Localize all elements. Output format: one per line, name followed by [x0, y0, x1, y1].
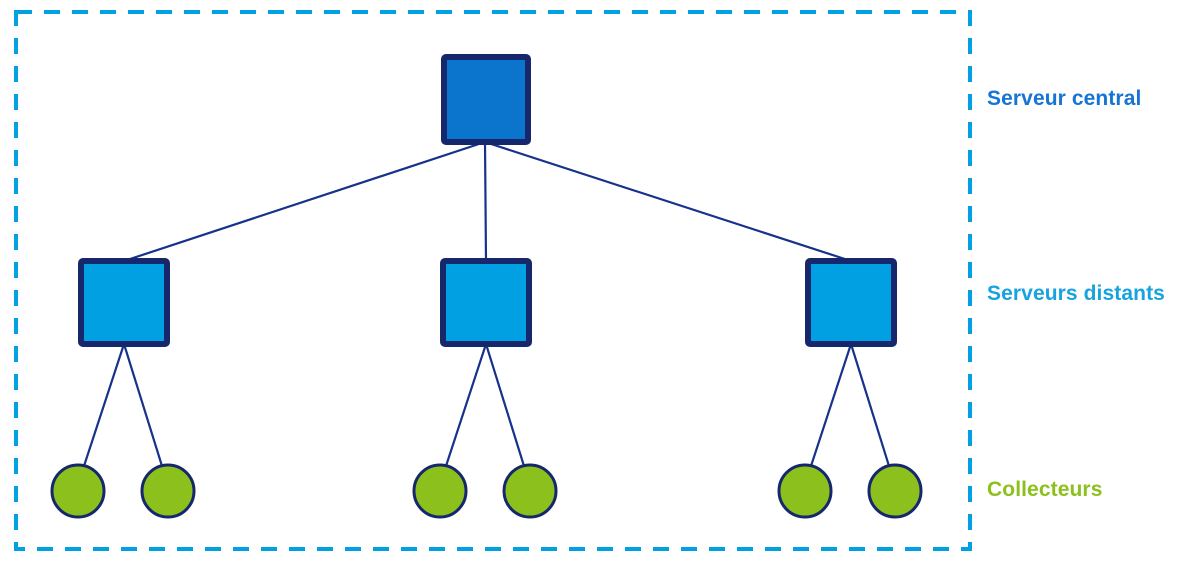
connector-line	[483, 140, 488, 263]
tier-label-remote: Serveurs distants	[987, 282, 1165, 305]
dashed-boundary-rect	[14, 10, 972, 551]
node-layer	[50, 54, 923, 519]
collector-node[interactable]	[502, 463, 558, 519]
dashed-boundary-layer	[14, 10, 972, 551]
collector-node[interactable]	[412, 463, 468, 519]
collector-node[interactable]	[867, 463, 923, 519]
collector-node[interactable]	[777, 463, 833, 519]
central-server-node[interactable]	[441, 54, 531, 145]
connector-line	[444, 342, 488, 468]
connector-line	[484, 342, 526, 468]
tier-label-collector: Collecteurs	[987, 478, 1103, 501]
connector-line	[809, 342, 853, 468]
connector-line	[849, 342, 891, 468]
connector-line	[483, 140, 853, 263]
connector-line	[122, 140, 487, 263]
connector-line	[82, 342, 126, 468]
tier-label-central: Serveur central	[987, 87, 1142, 110]
collector-node[interactable]	[50, 463, 106, 519]
connector-layer	[82, 140, 891, 468]
remote-server-node[interactable]	[78, 258, 170, 347]
remote-server-node[interactable]	[440, 258, 532, 347]
remote-server-node[interactable]	[805, 258, 897, 347]
collector-node[interactable]	[140, 463, 196, 519]
connector-line	[122, 342, 164, 468]
